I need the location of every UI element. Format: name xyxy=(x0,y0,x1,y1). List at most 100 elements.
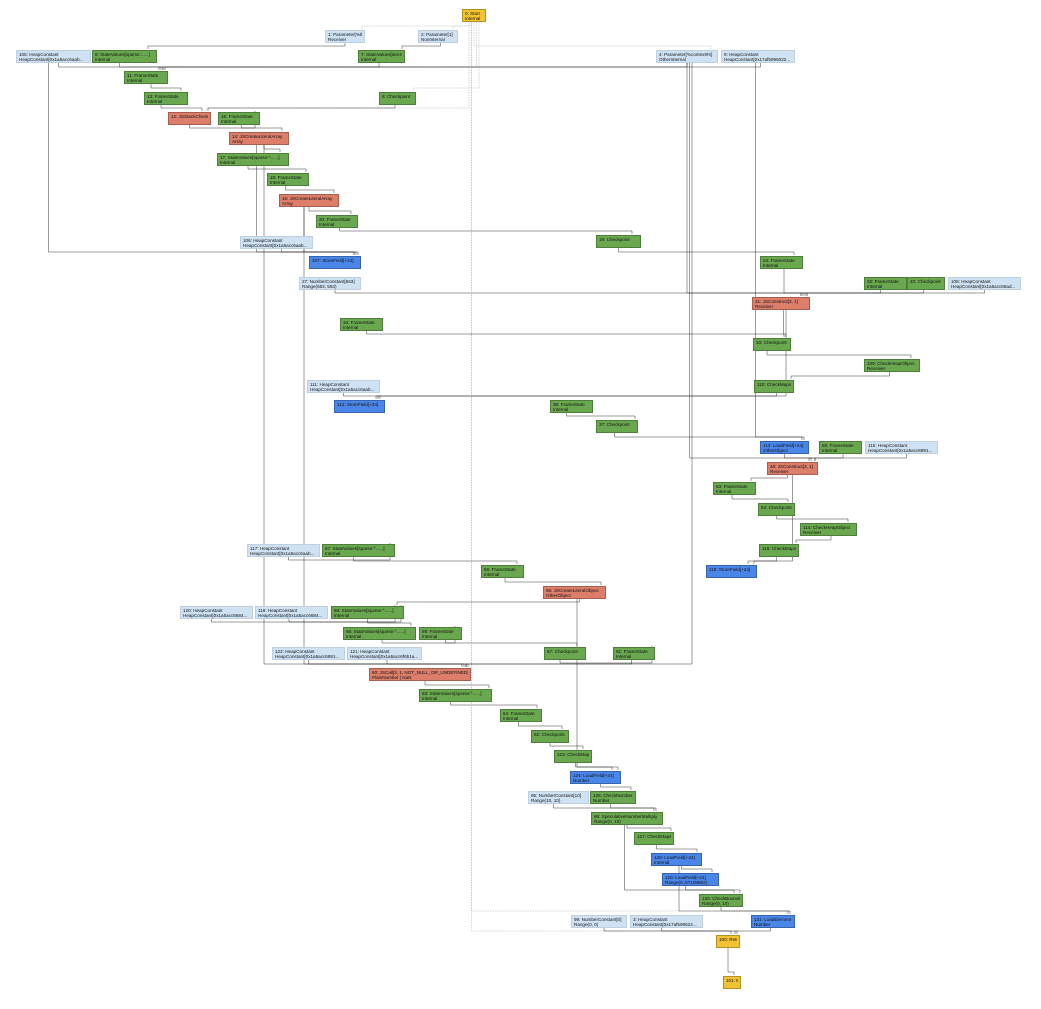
input-ports xyxy=(849,441,860,443)
graph-node-100[interactable]: 100: Return xyxy=(716,935,740,948)
graph-node-8[interactable]: 8: StateValues[sparse:......]Internal xyxy=(92,50,157,63)
graph-node-116[interactable]: 116: CheckMaps xyxy=(759,544,799,557)
input-port-arrow-icon xyxy=(376,318,378,319)
node-type: HeapConstant[0x1a5acc6891... xyxy=(275,654,340,660)
graph-node-48[interactable]: 48: JSConstruct[3, 1]Receiver xyxy=(767,462,818,475)
graph-node-129[interactable]: 129: LoadField[+24]Range(0, 67108862) xyxy=(662,873,719,886)
graph-node-12[interactable]: 12: JSStackCheck xyxy=(168,112,211,125)
graph-node-57[interactable]: 57: StateValues[sparse:^......]Internal xyxy=(322,544,395,557)
input-port-arrow-icon xyxy=(790,256,792,257)
graph-node-23[interactable]: 23: Checkpoint xyxy=(907,277,945,290)
graph-node-31[interactable]: 31: JSConstruct[3, 1]Receiver xyxy=(752,297,810,310)
graph-node-99[interactable]: 99: NumberConstant[0]Range(0, 0) xyxy=(571,915,627,928)
input-port-arrow-icon xyxy=(852,441,854,442)
graph-node-6[interactable]: 6: Checkpoint xyxy=(379,92,416,105)
graph-node-37[interactable]: 37: Checkpoint xyxy=(596,420,638,433)
graph-node-101[interactable]: 101: End xyxy=(723,976,741,989)
node-title: 19: Checkpoint xyxy=(599,237,630,242)
graph-node-62[interactable]: 62: Checkpoint xyxy=(531,730,569,743)
graph-node-17[interactable]: 17: StateValues[sparse:^......]Internal xyxy=(217,153,289,166)
graph-node-110[interactable]: 110: CheckMaps xyxy=(754,380,794,393)
input-port-arrow-icon xyxy=(538,709,540,710)
input-port-arrow-icon xyxy=(752,482,754,483)
input-port-arrow-icon xyxy=(329,194,331,195)
input-port-arrow-icon xyxy=(576,647,578,648)
graph-node-7[interactable]: 7: StateValues[dense]Internal xyxy=(358,50,405,63)
graph-node-4[interactable]: 4: Parameter[%context#4]OtherInternal xyxy=(656,50,718,63)
graph-node-113[interactable]: 113: LoadField[+24]OtherObject xyxy=(760,441,809,454)
edge-19-24 xyxy=(618,248,795,255)
graph-node-19[interactable]: 19: Checkpoint xyxy=(596,235,641,248)
edge-4-11 xyxy=(164,63,688,70)
graph-node-60[interactable]: 60: JSCall[3, 1, NOT_NULL_OR_UNDEFINED]P… xyxy=(369,668,471,681)
input-ports xyxy=(653,813,661,814)
node-title: 101: End xyxy=(726,978,738,983)
graph-node-2[interactable]: 2: Parameter[1]NonInternal xyxy=(418,30,458,43)
node-type: Internal xyxy=(270,180,286,186)
input-port-arrow-icon xyxy=(351,256,353,257)
graph-node-127[interactable]: 127: CheckMaps xyxy=(634,832,674,845)
graph-node-123[interactable]: 123: CheckMaps xyxy=(554,750,592,763)
input-port-arrow-icon xyxy=(285,132,287,133)
graph-node-66[interactable]: 66: StateValues[sparse:^......]Internal xyxy=(343,627,416,640)
node-title: 53: FrameState xyxy=(716,484,748,489)
graph-node-68[interactable]: 68: StateValues[sparse:^......]Internal xyxy=(331,606,404,619)
graph-node-1[interactable]: 1: Parameter[%this#0]Receiver xyxy=(325,30,365,43)
graph-node-107[interactable]: 107: StoreField[+24] xyxy=(309,256,361,269)
graph-node-63[interactable]: 63: StateValues[sparse:^......]Internal xyxy=(419,689,492,702)
node-title: 99: NumberConstant[0] xyxy=(574,917,622,922)
graph-node-118[interactable]: 118: StoreField[+24] xyxy=(706,565,757,578)
graph-node-128[interactable]: 128: LoadField[+24]Internal xyxy=(651,853,702,866)
node-title: 100: Return xyxy=(719,937,737,942)
graph-node-54[interactable]: 54: Checkpoint xyxy=(758,503,795,516)
edge-31-33 xyxy=(783,310,787,337)
graph-node-95[interactable]: 95: NumberConstant[10]Range(10, 10) xyxy=(528,791,589,804)
node-title: 114: CheckHeapObject xyxy=(803,525,851,530)
graph-node-112[interactable]: 112: StoreField[+24] xyxy=(334,400,385,413)
graph-node-67[interactable]: 67: Checkpoint xyxy=(544,647,586,660)
node-title: 61: FrameState xyxy=(616,649,648,654)
graph-node-33[interactable]: 33: Checkpoint xyxy=(753,338,791,351)
edge-34-33 xyxy=(366,331,785,337)
graph-node-27[interactable]: 27: NumberConstant[563]Range(563, 563) xyxy=(299,277,361,290)
graph-node-124[interactable]: 124: LoadField[+24]Number xyxy=(570,771,621,784)
input-port-arrow-icon xyxy=(351,215,353,216)
